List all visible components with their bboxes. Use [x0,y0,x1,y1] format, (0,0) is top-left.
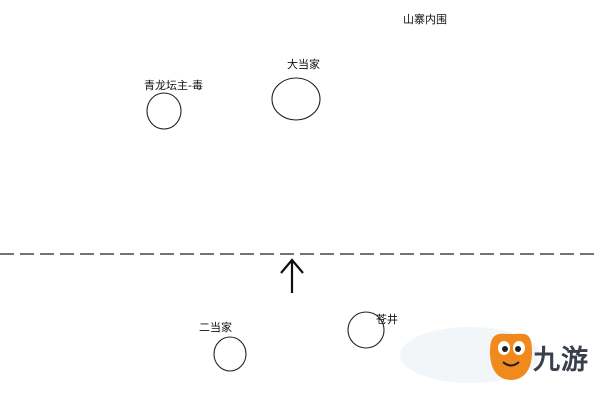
boss-qinglong-label: 青龙坛主-毒 [144,79,203,92]
boss-second-label: 二当家 [199,321,232,334]
watermark-brand-text: 九游 [533,345,589,376]
area-label: 山寨内围 [403,13,447,26]
up-arrow-icon [280,258,304,293]
boss-main-circle [271,77,321,121]
mascot-logo-icon [490,333,532,380]
boss-cangjing-label: 苍井 [376,313,398,326]
boss-cangjing-circle [347,311,385,349]
boss-main-label: 大当家 [287,58,320,71]
boss-second-circle [213,336,247,372]
boss-qinglong-circle [146,92,182,130]
